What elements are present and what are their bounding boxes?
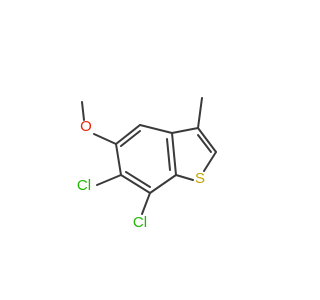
- sulfur-atom-label: S: [195, 170, 205, 187]
- bond-c7a-c3a: [171, 132, 177, 176]
- bond-c4-c5-inner: [120, 130, 141, 147]
- chlorine-atom-label: Cl: [133, 214, 147, 231]
- oxygen-atom-label: O: [80, 118, 92, 135]
- bond-c7a-c3a-inner: [166, 138, 171, 171]
- bond-c3a-c4: [139, 124, 173, 134]
- bond-c7-cl: [141, 192, 151, 215]
- structure-diagram: O S Cl Cl: [77, 97, 217, 231]
- bond-c3a-c3: [171, 127, 199, 134]
- bond-c5-o: [93, 133, 117, 145]
- bond-c3-c2-inner: [197, 134, 212, 153]
- bond-c7-c7a: [149, 174, 177, 194]
- chlorine-atom-label: Cl: [77, 177, 91, 194]
- molecule-canvas: O S Cl Cl: [76, 97, 217, 231]
- bond-c6-c7-inner: [125, 171, 151, 188]
- bond-c6-c7: [120, 174, 151, 194]
- bond-c6-cl: [96, 174, 122, 186]
- bond-o-methyl: [81, 101, 85, 121]
- bond-c2-s: [203, 151, 217, 172]
- bond-c3-c2: [197, 127, 217, 153]
- bond-c4-c5: [115, 124, 141, 145]
- bond-c3-methyl: [197, 97, 203, 129]
- bond-s-c7a: [175, 174, 194, 181]
- bond-c5-c6: [115, 143, 122, 176]
